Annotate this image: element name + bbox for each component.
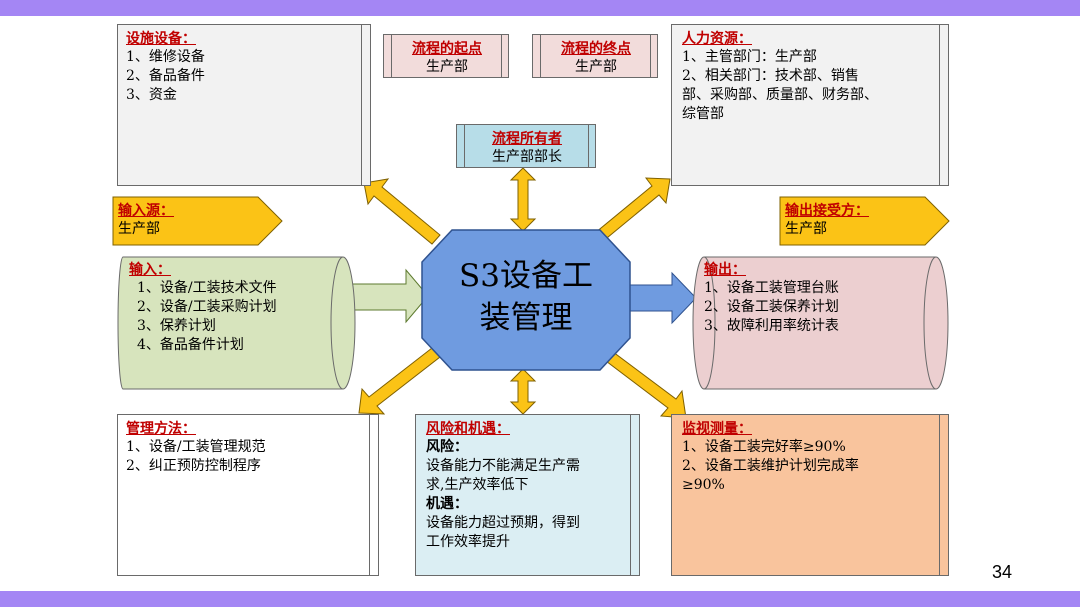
process-end-title: 流程的终点 (561, 41, 631, 57)
methods-line: 1、设备/工装管理规范 (126, 439, 266, 455)
page-number: 34 (992, 562, 1013, 582)
arrow-to-methods (358, 347, 441, 415)
arrow-to-owner (509, 167, 537, 232)
input-source-flag: 输入源： 生产部 (112, 196, 284, 246)
output-lines: 1、设备工装管理台账 2、设备工装保养计划 3、故障利用率统计表 (704, 279, 839, 336)
human-resources-line: 部、采购部、质量部、财务部、 (682, 87, 878, 103)
facilities-line: 2、备品备件 (126, 68, 205, 84)
human-resources-line: 1、主管部门：生产部 (682, 49, 817, 65)
methods-title: 管理方法： (126, 421, 196, 437)
opportunity-line: 设备能力超过预期，得到 (426, 515, 580, 531)
output-box: 输出： 1、设备工装管理台账 2、设备工装保养计划 3、故障利用率统计表 (692, 256, 950, 390)
process-end-box: 流程的终点 生产部 (532, 34, 658, 78)
input-line: 1、设备/工装技术文件 (137, 280, 277, 296)
facilities-lines: 1、维修设备 2、备品备件 3、资金 (126, 48, 205, 105)
process-owner-value: 生产部部长 (492, 149, 562, 165)
input-source-value: 生产部 (118, 221, 160, 237)
input-arrow (349, 268, 429, 324)
monitoring-line: 2、设备工装维护计划完成率 (682, 458, 859, 474)
risk-label: 风险： (426, 439, 468, 455)
opportunity-line: 工作效率提升 (426, 534, 510, 550)
risk-lines: 设备能力不能满足生产需求,生产效率低下 (426, 457, 580, 495)
center-process-label: S3设备工 装管理 (459, 258, 593, 336)
output-line: 1、设备工装管理台账 (704, 280, 839, 296)
input-box: 输入： 1、设备/工装技术文件 2、设备/工装采购计划 3、保养计划 4、备品备件计划 (117, 256, 357, 390)
human-resources-box: 人力资源： 1、主管部门：生产部 2、相关部门：技术部、销售部、采购部、质量部、财… (671, 24, 949, 186)
human-resources-title: 人力资源： (682, 31, 752, 47)
methods-box: 管理方法： 1、设备/工装管理规范 2、纠正预防控制程序 (117, 414, 379, 576)
monitoring-line: 1、设备工装完好率≥90% (682, 439, 846, 455)
monitoring-lines: 1、设备工装完好率≥90% 2、设备工装维护计划完成率 ≥90% (682, 438, 859, 495)
bottom-band (0, 591, 1080, 607)
input-line: 4、备品备件计划 (137, 337, 244, 353)
risks-box: 风险和机遇： 风险： 设备能力不能满足生产需求,生产效率低下 机遇： 设备能力超… (415, 414, 640, 576)
facilities-title: 设施设备： (126, 31, 196, 47)
monitoring-title: 监视测量： (682, 421, 752, 437)
output-receiver-value: 生产部 (785, 221, 827, 237)
process-start-title: 流程的起点 (412, 41, 482, 57)
arrow-to-human-resources (594, 177, 671, 243)
opportunity-lines: 设备能力超过预期，得到工作效率提升 (426, 514, 580, 552)
process-start-value: 生产部 (426, 59, 468, 75)
process-owner-box: 流程所有者 生产部部长 (456, 124, 596, 168)
output-title: 输出： (704, 262, 746, 278)
methods-line: 2、纠正预防控制程序 (126, 458, 261, 474)
input-line: 3、保养计划 (137, 318, 216, 334)
process-owner-title: 流程所有者 (492, 131, 562, 147)
process-start-box: 流程的起点 生产部 (383, 34, 509, 78)
human-resources-line: 综管部 (682, 106, 724, 122)
risk-line: 设备能力不能满足生产需 (426, 458, 580, 474)
human-resources-line: 2、相关部门：技术部、销售 (682, 68, 859, 84)
facilities-box: 设施设备： 1、维修设备 2、备品备件 3、资金 (117, 24, 371, 186)
top-band (0, 0, 1080, 16)
opportunity-label: 机遇： (426, 496, 468, 512)
output-arrow (629, 271, 697, 325)
output-receiver-flag: 输出接受方： 生产部 (779, 196, 951, 246)
human-resources-lines: 1、主管部门：生产部 2、相关部门：技术部、销售部、采购部、质量部、财务部、综管部 (682, 48, 878, 124)
output-line: 3、故障利用率统计表 (704, 318, 839, 334)
monitoring-box: 监视测量： 1、设备工装完好率≥90% 2、设备工装维护计划完成率 ≥90% (671, 414, 949, 576)
input-title: 输入： (129, 262, 171, 278)
facilities-line: 1、维修设备 (126, 49, 205, 65)
arrow-to-monitoring (601, 348, 687, 419)
process-end-value: 生产部 (575, 59, 617, 75)
output-receiver-title: 输出接受方： (785, 203, 869, 219)
arrow-to-facilities (363, 178, 441, 245)
input-source-title: 输入源： (118, 203, 174, 219)
center-process-shape (421, 229, 631, 371)
monitoring-line: ≥90% (682, 477, 725, 493)
facilities-line: 3、资金 (126, 87, 177, 103)
risks-title: 风险和机遇： (426, 421, 510, 437)
output-line: 2、设备工装保养计划 (704, 299, 839, 315)
input-lines: 1、设备/工装技术文件 2、设备/工装采购计划 3、保养计划 4、备品备件计划 (129, 279, 277, 355)
arrow-to-risks (509, 368, 537, 415)
input-line: 2、设备/工装采购计划 (137, 299, 277, 315)
risk-line: 求,生产效率低下 (426, 477, 529, 493)
methods-lines: 1、设备/工装管理规范 2、纠正预防控制程序 (126, 438, 266, 476)
